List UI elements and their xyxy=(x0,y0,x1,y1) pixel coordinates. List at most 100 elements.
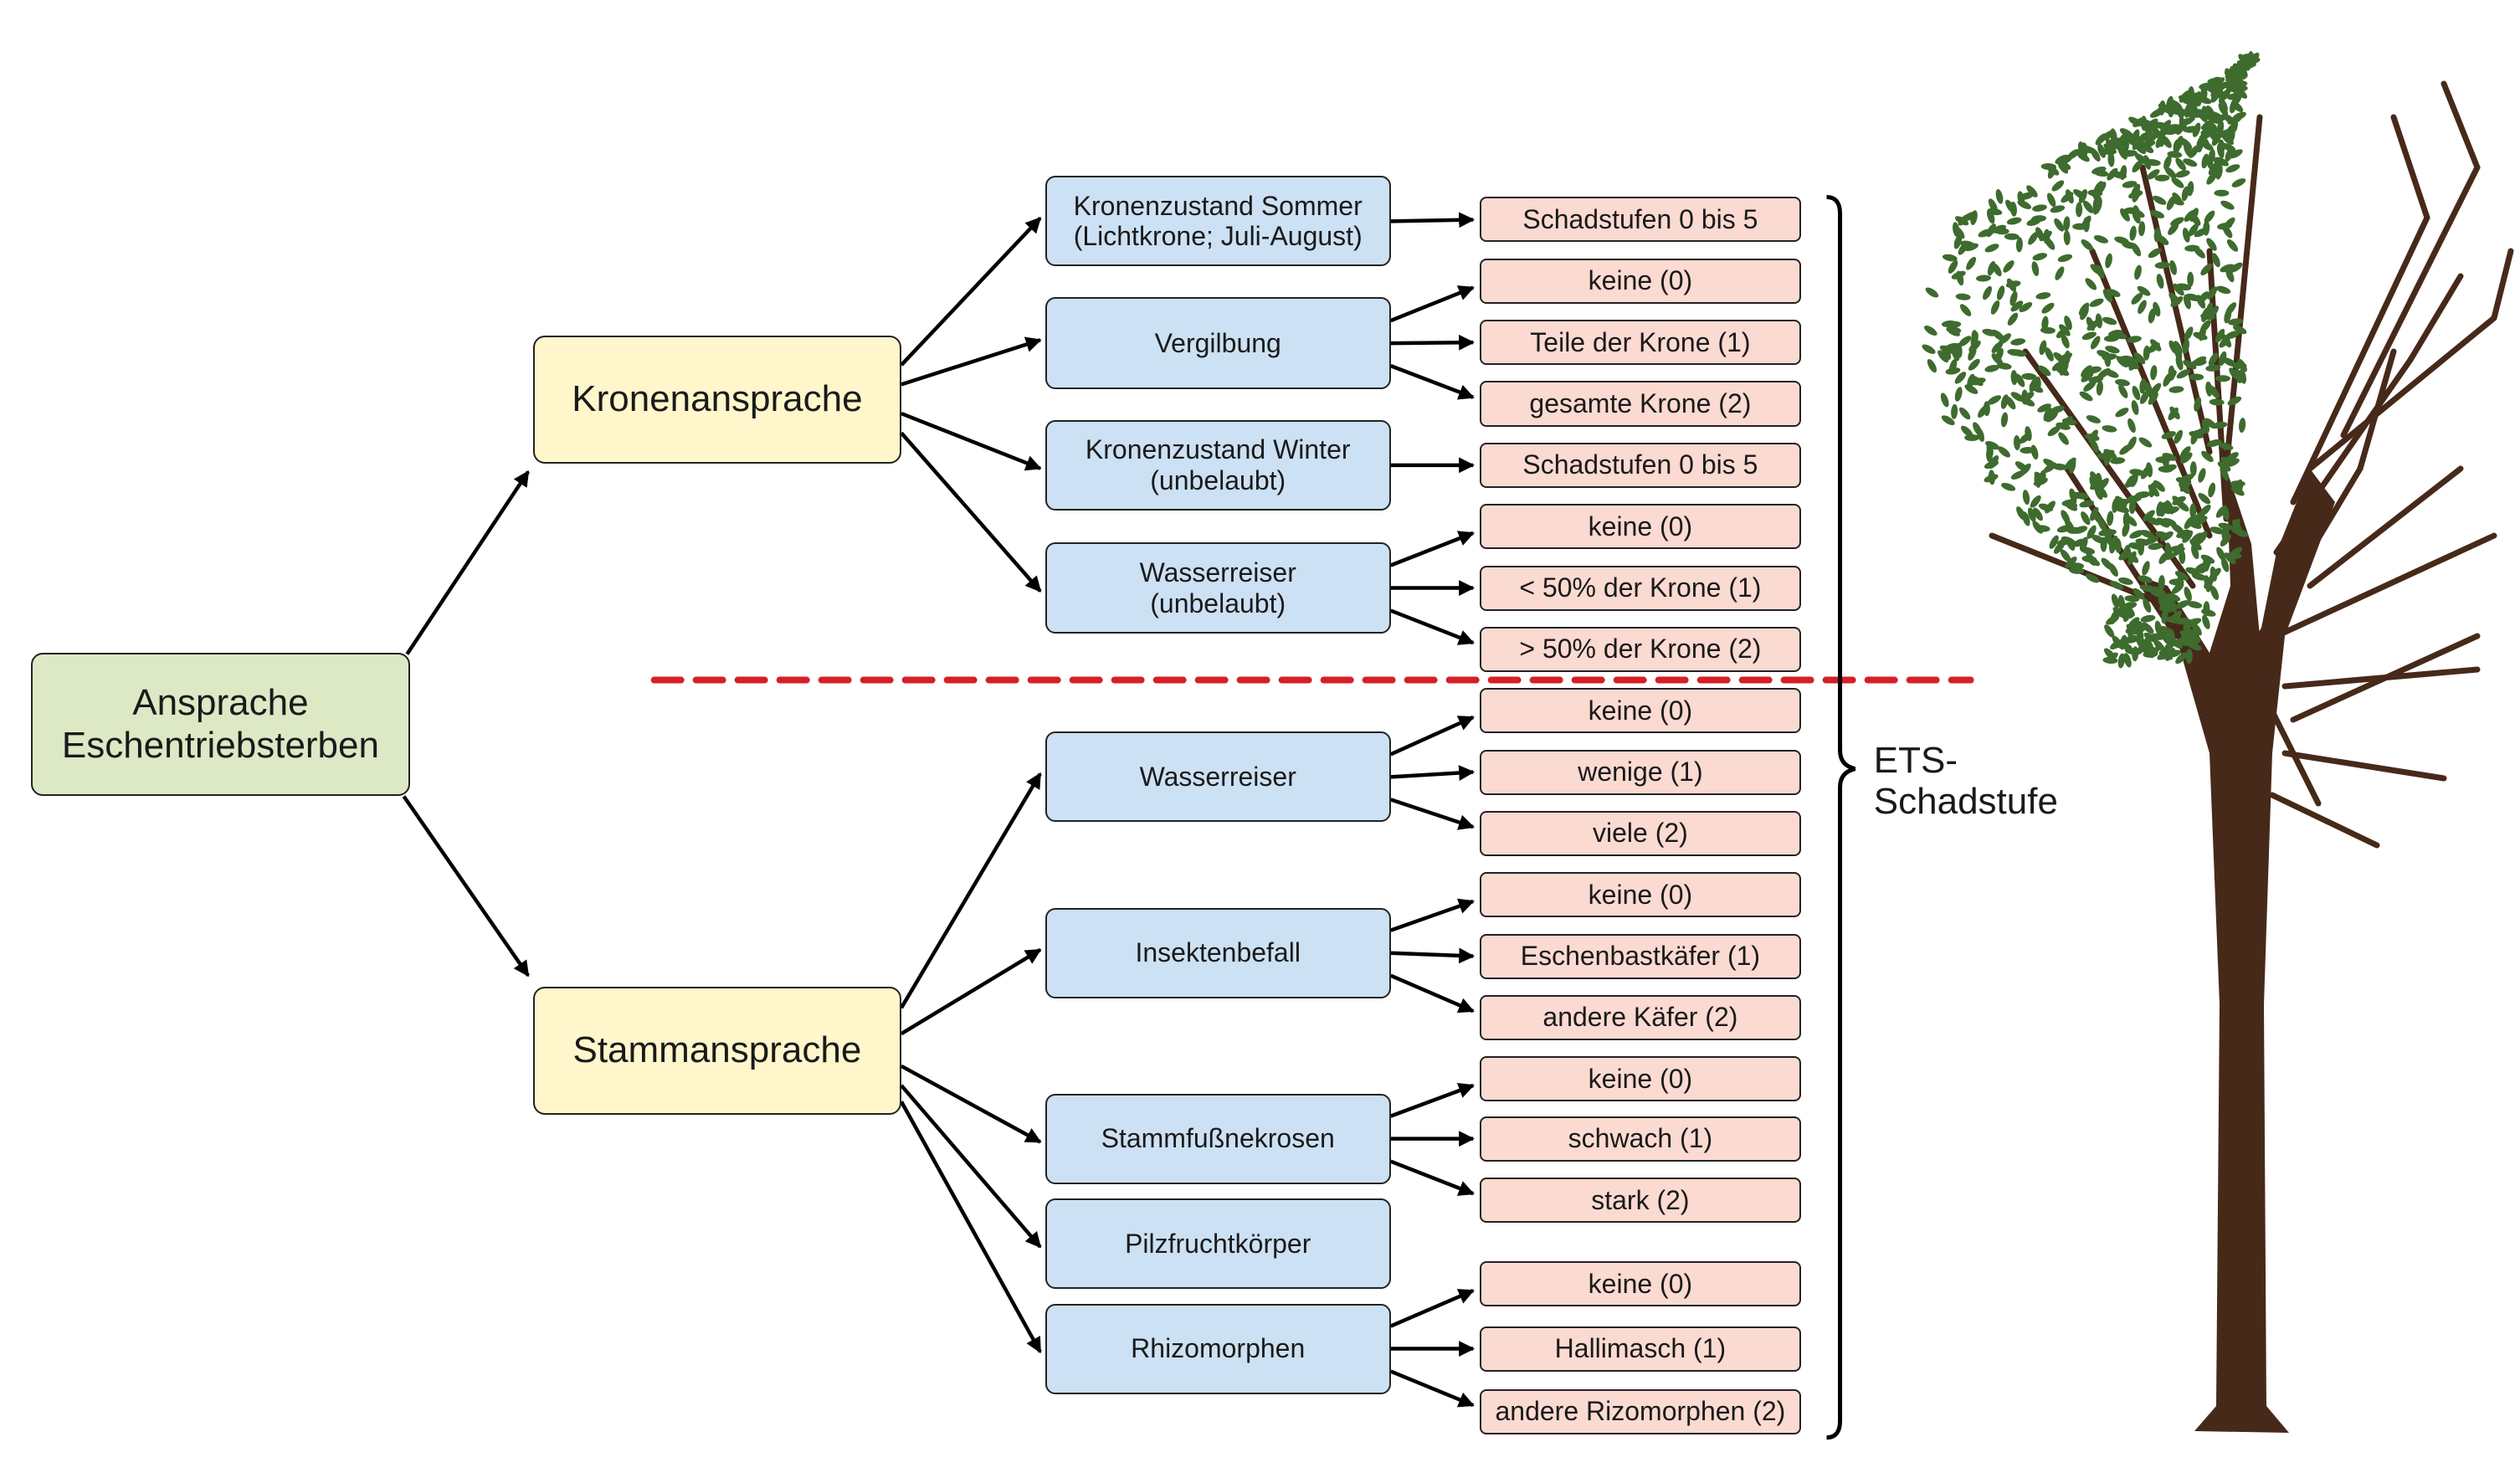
tree-leaf xyxy=(2183,618,2196,630)
tree-branch xyxy=(2307,315,2497,472)
tree-leaf xyxy=(2143,598,2152,613)
tree-leaf xyxy=(2220,534,2231,547)
tree-leaf xyxy=(2110,610,2119,625)
tree-leaf xyxy=(2140,614,2156,623)
tree-leaf xyxy=(2183,360,2197,370)
criterion-label: Rhizomorphen xyxy=(1131,1333,1306,1364)
tree-leaf xyxy=(2119,444,2133,455)
tree-leaf xyxy=(2165,648,2176,661)
tree-leaf xyxy=(2230,117,2238,133)
tree-leaf xyxy=(2031,261,2040,276)
tree-leaf xyxy=(2148,129,2160,142)
tree-leaf xyxy=(2140,143,2154,153)
tree-leaf xyxy=(2198,493,2211,505)
tree-leaf xyxy=(2185,567,2200,576)
tree-leaf xyxy=(2154,261,2170,269)
tree-leaf xyxy=(1998,446,2010,458)
tree-leaf xyxy=(2055,266,2065,280)
tree-leaf xyxy=(2162,518,2177,526)
tree-leaf xyxy=(2010,370,2018,386)
tree-leaf xyxy=(2229,262,2243,273)
value-label: viele (2) xyxy=(1593,818,1688,849)
tree-leaf xyxy=(2219,351,2227,367)
tree-leaf xyxy=(2225,302,2237,316)
tree-leaf xyxy=(2138,636,2148,651)
tree-leaf xyxy=(2116,356,2128,367)
tree-leaf xyxy=(1953,234,1963,249)
tree-leaf xyxy=(1982,328,1998,336)
tree-leaf xyxy=(2022,490,2030,505)
tree-leaf xyxy=(2076,202,2083,218)
tree-leaf xyxy=(2040,162,2056,171)
arrow-criterion-to-value xyxy=(1389,973,1475,1013)
tree-leaf xyxy=(2227,396,2242,406)
tree-leaf xyxy=(2166,196,2176,211)
tree-leaf xyxy=(2054,218,2065,232)
arrow-criterion-to-value xyxy=(1389,1369,1475,1408)
tree-leaf xyxy=(2129,530,2144,539)
tree-leaf xyxy=(1927,358,1937,373)
ash-tree-illustration xyxy=(1922,51,2514,1433)
tree-leaf xyxy=(1924,325,1937,336)
tree-leaf xyxy=(2134,153,2148,165)
tree-leaf xyxy=(2134,264,2142,280)
tree-leaf xyxy=(2191,359,2207,367)
tree-leaf xyxy=(2194,516,2208,526)
tree-leaf xyxy=(1991,341,2004,353)
tree-leaf xyxy=(2035,292,2051,300)
tree-leaf xyxy=(2215,375,2230,382)
tree-leaf xyxy=(1990,300,2000,315)
tree-leaf xyxy=(2189,461,2197,477)
tree-leaf xyxy=(2156,274,2164,289)
tree-leaf xyxy=(2190,544,2199,560)
tree-leaf xyxy=(2107,151,2115,167)
criterion-node: Stammfußnekrosen xyxy=(1044,1093,1391,1184)
tree-leaf xyxy=(2145,462,2153,478)
criterion-node: Kronenzustand Sommer(Lichtkrone; Juli-Au… xyxy=(1044,176,1391,267)
tree-leaf xyxy=(2131,400,2139,415)
tree-leaf xyxy=(2138,575,2153,583)
tree-leaf xyxy=(2148,542,2163,551)
tree-leaf xyxy=(2172,495,2186,505)
tree-leaf xyxy=(2122,181,2138,188)
tree-branch xyxy=(2491,248,2514,321)
value-node: keine (0) xyxy=(1479,258,1801,304)
tree-leaf xyxy=(2210,89,2221,103)
arrow-category-to-criterion xyxy=(900,217,1042,367)
tree-leaf xyxy=(2220,264,2235,273)
arrow-category-to-criterion xyxy=(900,1064,1042,1144)
tree-leaf xyxy=(2207,115,2222,125)
criterion-label: (unbelaubt) xyxy=(1150,588,1286,618)
tree-leaf xyxy=(2093,181,2103,195)
tree-leaf xyxy=(2169,406,2180,420)
tree-leaf xyxy=(1922,344,1936,354)
tree-leaf xyxy=(2204,418,2217,429)
tree-leaf xyxy=(2154,174,2170,182)
tree-leaf xyxy=(2185,649,2193,665)
tree-leaf xyxy=(2143,132,2153,147)
arrow-criterion-to-value xyxy=(1389,898,1475,932)
tree-leaf xyxy=(2041,302,2055,314)
tree-leaf xyxy=(2174,571,2189,581)
tree-leaf xyxy=(2112,331,2127,340)
tree-leaf xyxy=(2062,418,2077,426)
tree-leaf xyxy=(2130,472,2138,488)
tree-leaf xyxy=(2179,482,2190,495)
tree-leaf xyxy=(1959,304,1972,316)
tree-leaf xyxy=(2169,610,2182,623)
tree-leaf xyxy=(2090,336,2101,350)
tree-leaf xyxy=(2194,428,2208,437)
criterion-label: Vergilbung xyxy=(1154,327,1281,358)
category-label: Kronenansprache xyxy=(572,378,863,420)
value-label: andere Rizomorphen (2) xyxy=(1495,1396,1786,1427)
tree-leaf xyxy=(2010,392,2025,402)
tree-leaf xyxy=(2100,449,2115,459)
tree-leaf xyxy=(2043,407,2052,422)
tree-leaf xyxy=(2138,437,2153,448)
tree-leaf xyxy=(2069,562,2085,570)
tree-leaf xyxy=(2017,191,2025,207)
tree-leaf xyxy=(2073,492,2089,500)
tree-leaf xyxy=(2209,526,2225,535)
tree-leaf xyxy=(2101,557,2113,570)
value-label: < 50% der Krone (1) xyxy=(1519,572,1762,603)
